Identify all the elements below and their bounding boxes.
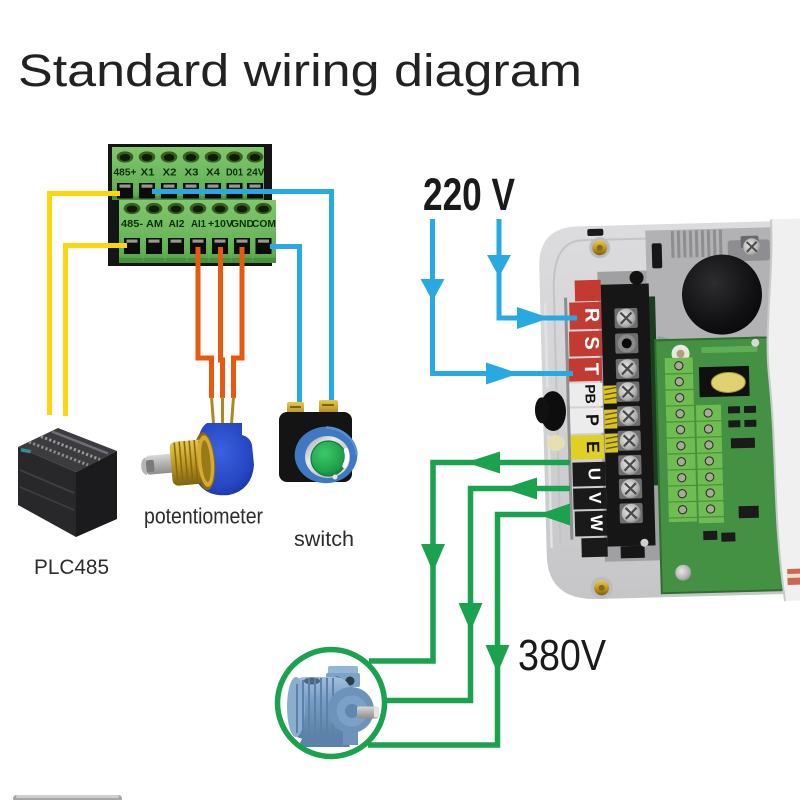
svg-text:GND: GND xyxy=(231,219,254,230)
svg-text:W: W xyxy=(587,515,606,532)
svg-text:T: T xyxy=(580,363,602,376)
svg-text:E: E xyxy=(583,441,603,454)
svg-text:D01: D01 xyxy=(226,168,243,179)
svg-text:PB: PB xyxy=(582,384,599,404)
svg-text:V: V xyxy=(585,492,604,504)
svg-text:COM: COM xyxy=(252,219,276,230)
svg-text:R: R xyxy=(580,308,602,324)
svg-text:U: U xyxy=(584,468,603,481)
svg-text:X1: X1 xyxy=(141,168,155,179)
svg-text:Standard wiring diagram: Standard wiring diagram xyxy=(18,45,582,96)
svg-text:S: S xyxy=(580,336,602,350)
svg-text:+10V: +10V xyxy=(208,219,233,230)
svg-text:X4: X4 xyxy=(206,168,220,179)
svg-text:X2: X2 xyxy=(163,168,177,179)
svg-text:380V: 380V xyxy=(518,632,606,680)
svg-text:switch: switch xyxy=(294,527,354,551)
svg-text:220 V: 220 V xyxy=(423,169,516,220)
svg-text:X3: X3 xyxy=(185,168,199,179)
svg-text:PLC485: PLC485 xyxy=(34,556,109,579)
svg-text:AI2: AI2 xyxy=(169,219,185,230)
svg-text:485-: 485- xyxy=(121,219,143,230)
svg-text:P: P xyxy=(582,414,602,427)
svg-text:potentiometer: potentiometer xyxy=(144,504,263,529)
svg-text:AI1: AI1 xyxy=(191,219,206,230)
svg-text:485+: 485+ xyxy=(114,168,137,179)
svg-text:AM: AM xyxy=(146,219,163,230)
svg-text:24V: 24V xyxy=(247,168,265,179)
